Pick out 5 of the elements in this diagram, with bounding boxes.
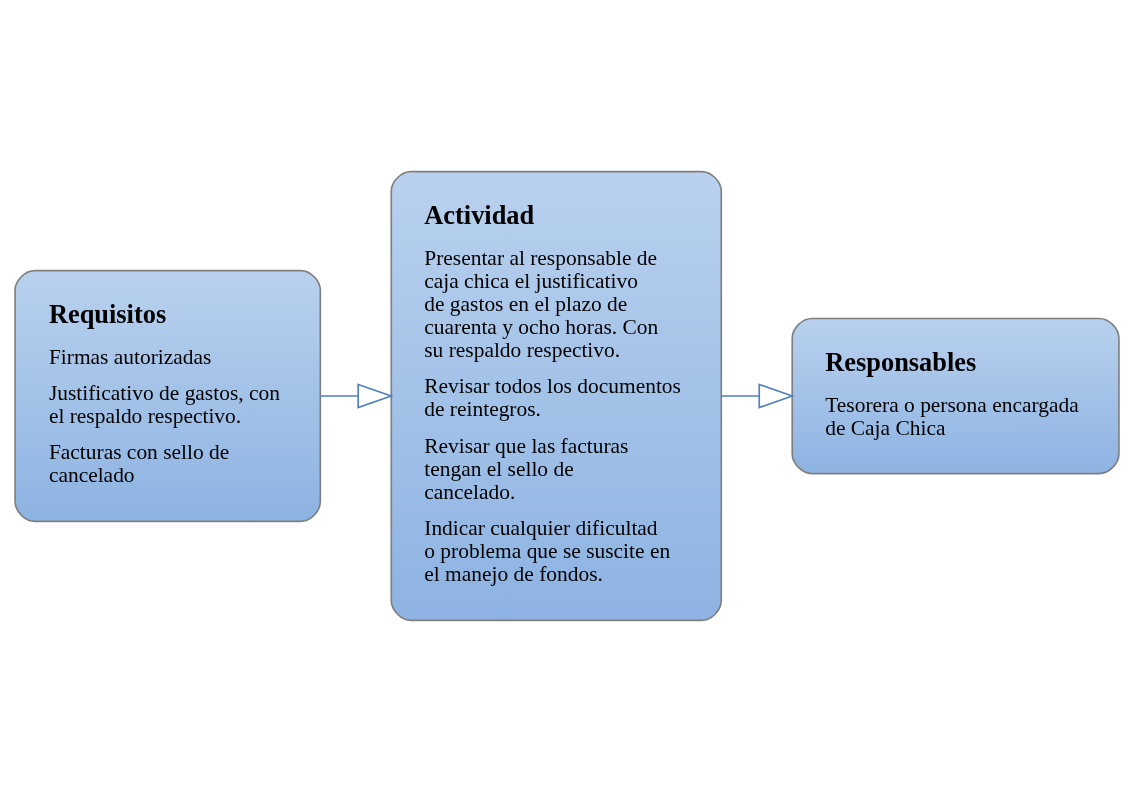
node-box: Requisitos Firmas autorizadas Justificativo de gastos, con el respaldo respectivo. Facturas con sello de cancelado	[14, 269, 322, 523]
arrow	[319, 383, 394, 409]
arrow	[720, 383, 795, 409]
node-box: Actividad Presentar al responsable de caja chica el justificativo de gastos en el plazo de cuarenta y ocho horas. Con su respaldo respectivo. Revisar todos los documentos de reintegros. Revisar que las facturas tengan el sello de cancelado. Indicar cualquier dificultad o problema que se suscite en el manejo de fondos.	[390, 170, 723, 622]
node-box: Responsables Tesorera o persona encargada de Caja Chica	[791, 317, 1120, 475]
